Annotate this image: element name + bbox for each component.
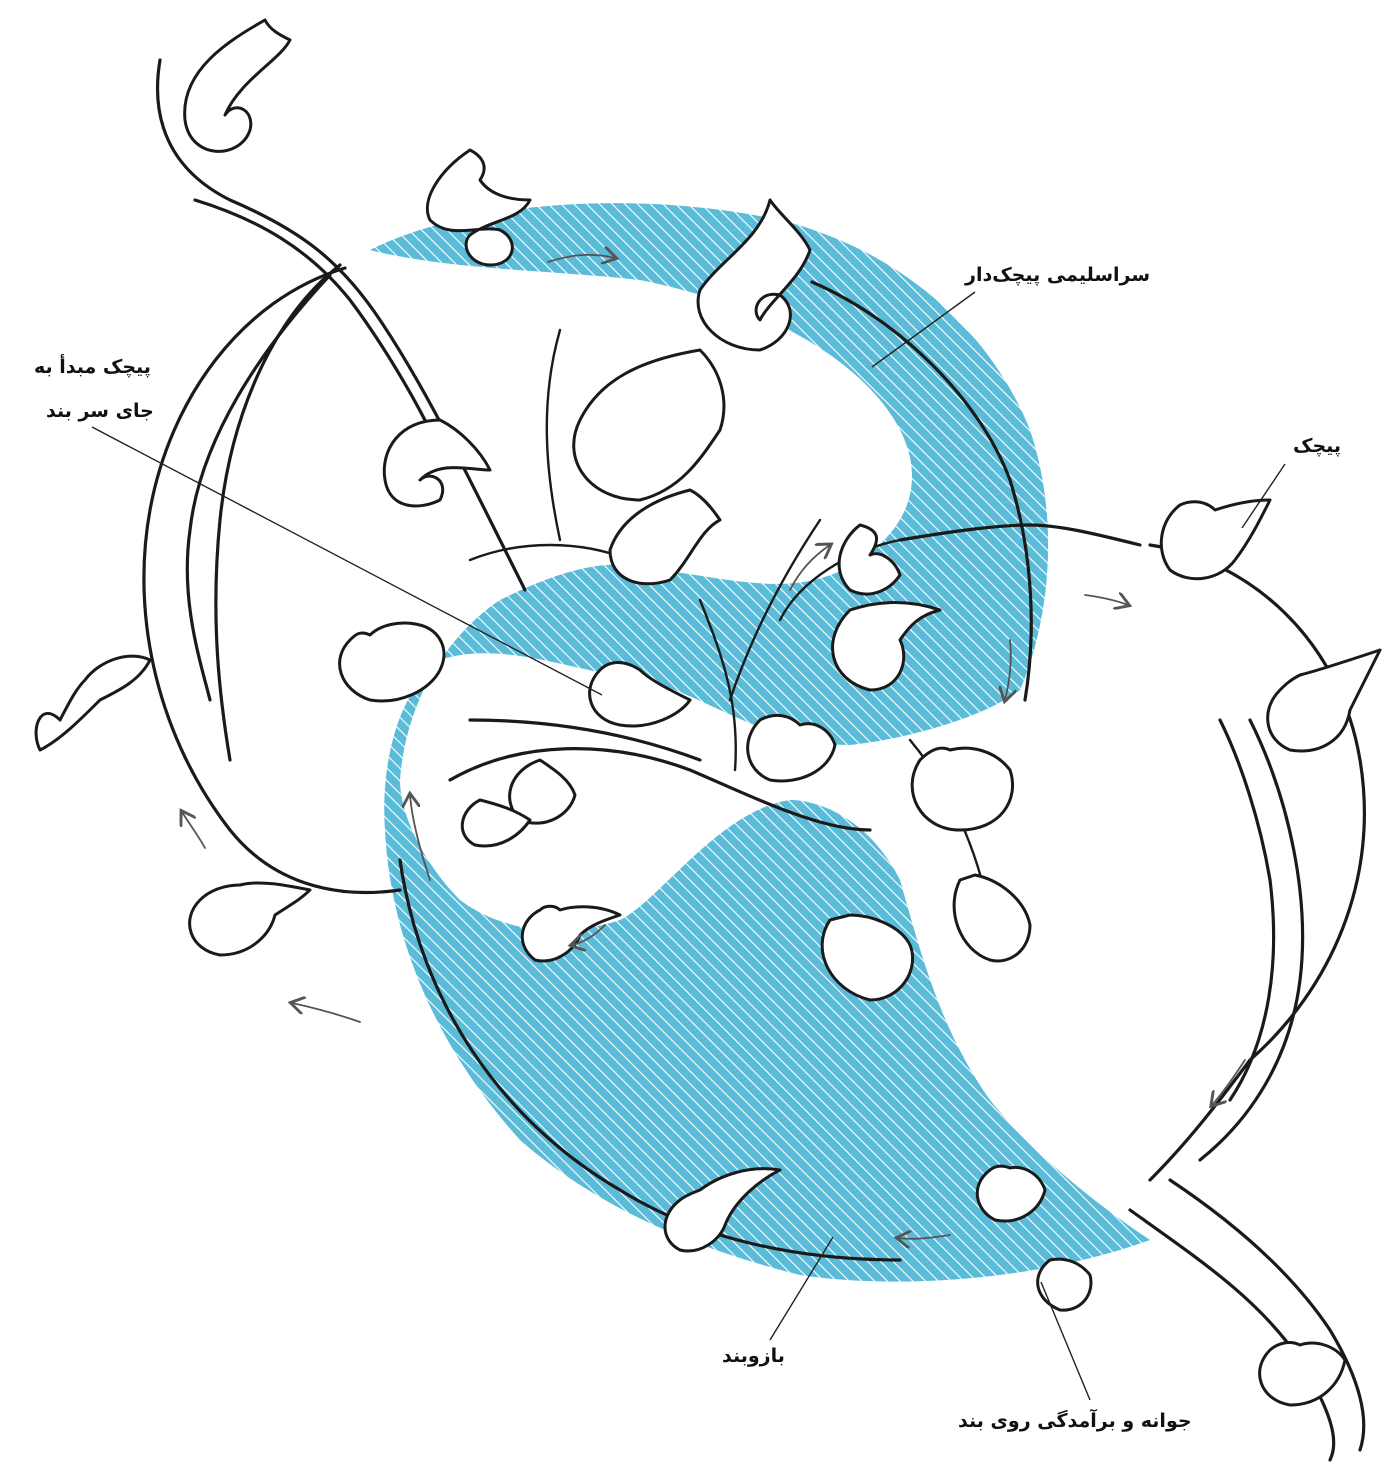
label-pichak: پیچک (1293, 435, 1341, 459)
leader-pichak (1242, 464, 1285, 528)
label-pichak-mabda-line2: جای سر بند (46, 400, 154, 424)
label-javaneh: جوانه و برآمدگی روی بند (958, 1410, 1192, 1434)
label-bazoband: بازوبند (722, 1345, 785, 1369)
label-pichak-mabda-line1: پیچک مبدأ به (34, 356, 151, 380)
label-saraslimi: سراسلیمی پیچک‌دار (965, 264, 1150, 288)
